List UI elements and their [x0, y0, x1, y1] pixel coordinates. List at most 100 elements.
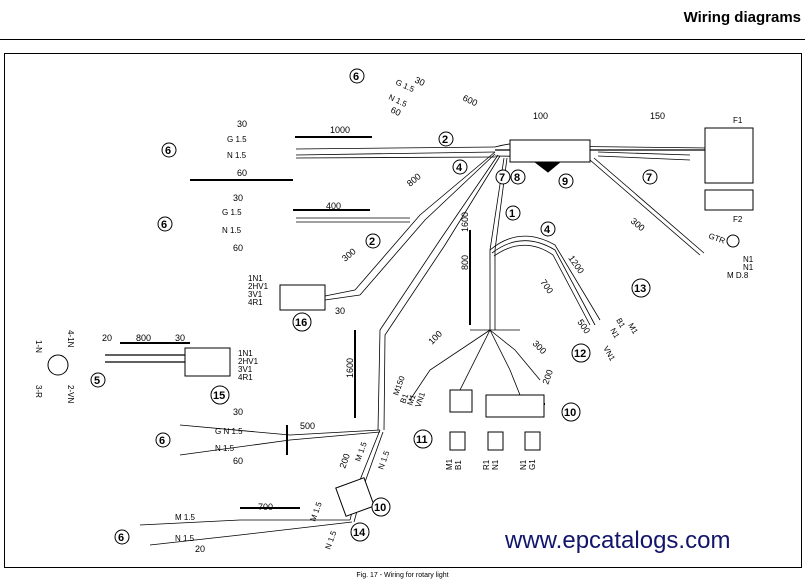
connector-15-pin: 4R1: [238, 373, 253, 382]
wire-branch-down: [377, 154, 499, 431]
callout-circle: 10: [561, 402, 581, 422]
pin-c: [524, 431, 541, 451]
connector-5-pin: 4-1N: [66, 330, 75, 348]
svg-text:5: 5: [94, 375, 100, 387]
wire-label: N 1.5: [227, 151, 247, 160]
wire-label: N1: [743, 263, 754, 272]
svg-text:12: 12: [574, 348, 586, 360]
wire-label: M1: [626, 322, 640, 337]
wire-label: VN1: [413, 390, 427, 408]
wire-lower-left: [179, 424, 381, 436]
svg-text:7: 7: [499, 172, 505, 184]
dim-label: 30: [413, 75, 426, 88]
pin-label: G1: [528, 459, 537, 470]
connector-f1-label: F1: [733, 116, 743, 125]
watermark: www.epcatalogs.com: [505, 527, 731, 554]
wire-label: VN1: [601, 345, 617, 363]
dim-label: 500: [300, 421, 315, 431]
wire-branch-9: [589, 159, 701, 256]
dim-label: 700: [538, 277, 555, 295]
connector-5-pin: 3-R: [34, 385, 43, 398]
svg-text:7: 7: [646, 172, 652, 184]
callout-circle: 1: [505, 205, 521, 221]
wire-bundle-left-top: [295, 151, 496, 156]
figure-caption: Fig. 17 - Wiring for rotary light: [356, 572, 449, 579]
callout-circle: 15: [210, 385, 230, 405]
wire-label: M 1.5: [175, 513, 196, 522]
wire-label: N 1.5: [323, 529, 338, 551]
callout-circle: 7: [495, 169, 511, 185]
callout-circle: 4: [540, 221, 556, 237]
svg-text:4: 4: [544, 224, 551, 236]
connector-8-cap: [533, 161, 562, 173]
wire-label: M 1.5: [308, 500, 323, 522]
pin-label: M1: [445, 458, 454, 470]
svg-text:6: 6: [165, 145, 171, 157]
wire-harness: [105, 142, 711, 546]
svg-text:8: 8: [514, 172, 520, 184]
wire-label: M150: [391, 374, 406, 396]
svg-text:14: 14: [353, 527, 366, 539]
connector-relay-b: [485, 394, 545, 418]
callout-circle: 8: [510, 169, 526, 185]
svg-text:6: 6: [161, 219, 167, 231]
connector-15-pin: 1N1: [238, 349, 253, 358]
wire-label: N 1.5: [215, 444, 235, 453]
callout-circle: 6: [161, 142, 177, 158]
callout-circle: 6: [157, 216, 173, 232]
dim-label: 1200: [566, 253, 586, 275]
connector-f2-label: F2: [733, 215, 743, 224]
callout-circle: 11: [413, 429, 433, 449]
svg-text:13: 13: [634, 283, 646, 295]
svg-text:16: 16: [295, 317, 307, 329]
page-header: Wiring diagrams: [0, 0, 805, 40]
wire-label: M1: [405, 393, 417, 407]
wire-label: N 1.5: [376, 449, 391, 471]
wire-label: M 1.5: [353, 440, 368, 462]
callout-circle: 6: [349, 68, 365, 84]
wire-label: G 1.5: [394, 78, 416, 95]
dim-label: 60: [233, 456, 243, 466]
wire-label: G 1.5: [222, 208, 242, 217]
dim-label: 30: [335, 306, 345, 316]
svg-text:11: 11: [416, 434, 428, 446]
svg-text:10: 10: [374, 502, 386, 514]
dim-label: 30: [175, 333, 185, 343]
connector-16-pin: 3V1: [248, 290, 263, 299]
dim-label: 60: [233, 243, 243, 253]
wire-branch-4: [489, 235, 601, 321]
dim-label: 800: [460, 255, 470, 270]
dim-label: 30: [233, 193, 243, 203]
callout-circle: 9: [558, 173, 574, 189]
connector-7-8: [509, 139, 591, 163]
wire-fan: [409, 329, 491, 401]
connector-10-14: [335, 477, 375, 517]
dim-label: 100: [533, 111, 548, 121]
wire-label: N 1.5: [175, 534, 195, 543]
wire-label: GTR: [707, 231, 726, 245]
callout-circle: 5: [90, 372, 106, 388]
dimension-lines: [120, 136, 545, 509]
connector-16-pin: 2HV1: [248, 282, 269, 291]
ring-terminal: [726, 234, 740, 248]
connector-relay-a: [449, 389, 473, 413]
connector-16: [279, 284, 326, 311]
wire-label: M D.8: [727, 271, 749, 280]
header-rule: [0, 39, 805, 40]
callout-circle: 14: [350, 522, 370, 542]
connectors: [47, 127, 754, 517]
dim-label: 300: [531, 338, 549, 356]
connector-16-pin: 4R1: [248, 298, 263, 307]
dim-label: 30: [233, 407, 243, 417]
callout-circle: 7: [642, 169, 658, 185]
dim-label: 20: [195, 544, 205, 554]
dim-label: 300: [629, 216, 647, 233]
connector-5-pin: 2-VN: [66, 385, 75, 403]
wire-label: N 1.5: [222, 226, 242, 235]
dim-label: 1600: [460, 212, 470, 232]
page-title: Wiring diagrams: [683, 9, 801, 26]
connector-16-pin: 1N1: [248, 274, 263, 283]
dim-label: 30: [237, 119, 247, 129]
dim-label: 60: [389, 105, 402, 118]
